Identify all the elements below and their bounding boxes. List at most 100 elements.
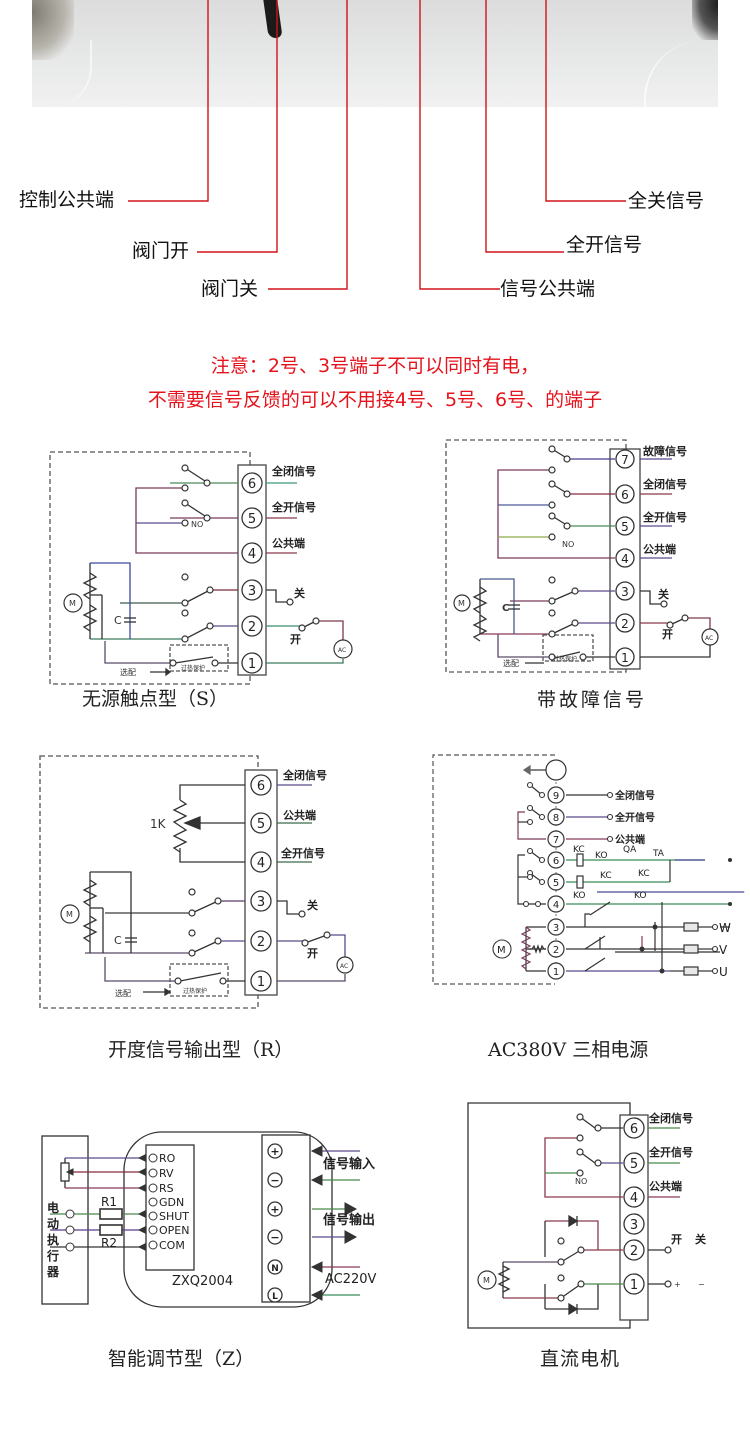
terminal-4: 4 (630, 1191, 638, 1206)
callout-valve-open: 阀门开 (132, 240, 190, 262)
label-no: NO (191, 520, 203, 529)
label-full-close: 全闭信号 (282, 768, 327, 782)
dashed-enclosure (39, 755, 259, 1009)
label-no: NO (562, 540, 574, 549)
motor-symbol (492, 939, 512, 959)
motor-symbol (453, 594, 471, 612)
label-overheat: 过热保护 (553, 655, 577, 663)
callout-line-signal-common (419, 0, 500, 290)
terminal-3: 3 (553, 923, 559, 934)
label-common: 公共端 (272, 536, 305, 550)
notice-line-2: 不需要信号反馈的可以不用接4号、5号、6号、的端子 (147, 389, 603, 411)
label-phase-u: U (719, 965, 728, 979)
label-minus: − (698, 1280, 705, 1289)
label-potentiometer: 1K (150, 817, 167, 831)
terminal-2: 2 (553, 945, 559, 956)
terminal-5: 5 (553, 878, 559, 889)
terminal-signal-out-plus: + (270, 1203, 279, 1216)
label-option: 选配 (120, 667, 136, 677)
label-ac220v: AC220V (325, 1272, 377, 1287)
label-open: 开 (290, 633, 301, 646)
label-motor: M (66, 910, 73, 919)
diagram-dc-motor: 6 5 4 3 2 1 全闭信号 全开信号 公共端 开 关 + − NO M (467, 1102, 706, 1329)
caption-fault-signal: 带故障信号 (537, 689, 648, 711)
diagram-smart-regulation: RO RV RS GDN SHUT OPEN COM R1 R2 ZXQ2004… (41, 1131, 377, 1308)
label-motor: M (497, 945, 506, 956)
terminal-5: 5 (248, 512, 256, 527)
label-r1: R1 (101, 1195, 117, 1209)
label-close: 关 (294, 586, 305, 600)
label-kc-2: KC (600, 871, 612, 881)
label-ac: AC (705, 635, 713, 642)
label-r2: R2 (101, 1236, 117, 1250)
overheat-protection-box (169, 963, 229, 997)
terminal-9: 9 (553, 791, 559, 802)
wiper-arrow (183, 816, 201, 830)
actuator-photo (32, 0, 718, 107)
dashed-enclosure (432, 754, 555, 985)
label-option: 选配 (503, 658, 519, 668)
terminal-1: 1 (257, 975, 265, 990)
label-full-open: 全开信号 (271, 500, 316, 514)
label-full-close: 全闭信号 (614, 789, 655, 802)
label-no: NO (575, 1177, 587, 1186)
actuator-box (41, 1135, 89, 1305)
terminal-4: 4 (621, 552, 629, 566)
label-overheat: 过热保护 (183, 987, 207, 995)
terminal-2: 2 (621, 617, 629, 631)
right-terminal-circles (267, 1143, 283, 1303)
terminal-6: 6 (621, 488, 629, 502)
label-signal-output: 信号输出 (323, 1212, 375, 1228)
label-open: 开 (662, 628, 673, 641)
callout-lines (128, 0, 626, 290)
pin-com: COM (159, 1239, 185, 1252)
terminal-4: 4 (248, 547, 256, 562)
label-ko-2: KO (573, 891, 586, 901)
label-open: 开 (307, 947, 318, 960)
ac-source-symbol (333, 639, 353, 659)
label-phase-v: V (719, 943, 728, 957)
dashed-enclosure (445, 439, 627, 673)
label-plus: + (674, 1280, 681, 1289)
caption-opening-signal: 开度信号输出型（R） (108, 1039, 294, 1061)
diagram-passive-contact: 6 5 4 3 2 1 全闭信号 全开信号 公共端 关 开 NO M C AC … (49, 451, 353, 685)
terminal-circles (547, 786, 565, 980)
pin-ro: RO (159, 1152, 176, 1165)
terminal-signal-in-plus: + (270, 1145, 279, 1158)
terminal-6: 6 (248, 477, 256, 492)
motor-symbol (477, 1270, 497, 1290)
callout-line-full-close (545, 0, 626, 202)
overheat-protection-box (542, 634, 594, 662)
pin-rv: RV (159, 1167, 174, 1180)
terminal-strip (237, 464, 267, 676)
resistor-r2 (99, 1224, 123, 1236)
label-qa: QA (623, 845, 637, 855)
pin-rs: RS (159, 1182, 174, 1195)
terminal-5: 5 (621, 520, 629, 534)
terminal-1: 1 (621, 651, 629, 665)
pin-sockets (148, 1153, 158, 1250)
label-full-close: 全闭信号 (271, 464, 316, 478)
label-motor: M (458, 599, 465, 608)
label-ac: AC (338, 647, 346, 654)
label-motor: M (483, 1276, 490, 1285)
callout-line-control-common (128, 0, 209, 202)
terminal-circles (250, 774, 272, 992)
label-capacitor: C (114, 934, 122, 947)
callout-control-common: 控制公共端 (19, 189, 115, 211)
terminal-6: 6 (630, 1122, 638, 1137)
ac-source-symbol (336, 956, 354, 974)
terminal-neutral: N (271, 1264, 279, 1274)
label-close: 关 (658, 587, 669, 601)
caption-passive-contact: 无源触点型（S） (82, 688, 229, 710)
label-full-open: 全开信号 (642, 510, 687, 524)
label-full-open: 全开信号 (280, 846, 325, 860)
terminal-circles (241, 472, 263, 674)
label-option: 选配 (115, 988, 131, 998)
label-ko-3: KO (634, 891, 647, 901)
terminal-1: 1 (630, 1278, 638, 1293)
enclosure-line (467, 1102, 631, 1329)
label-close: 关 (695, 1232, 706, 1246)
terminal-2: 2 (257, 935, 265, 950)
pin-block (145, 1144, 195, 1271)
